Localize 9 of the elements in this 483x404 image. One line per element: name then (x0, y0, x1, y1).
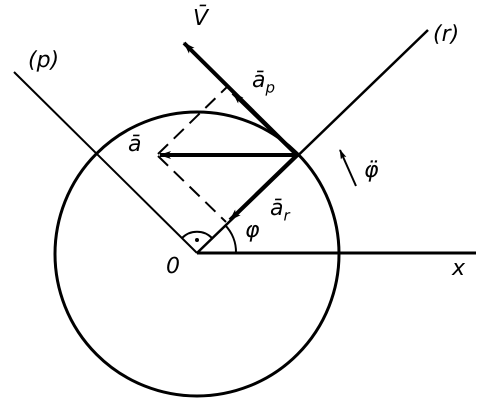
vector-label: ā$_{p}$ (252, 70, 276, 96)
origin-label: 0 (166, 256, 180, 278)
axis-label: x (452, 258, 466, 280)
angle-label: φ (245, 220, 260, 242)
vector-label: ā (128, 134, 142, 156)
axis-label: (p) (28, 50, 60, 72)
axis-label: (r) (433, 24, 460, 46)
angle-label: φ̈ (364, 160, 379, 182)
vector-label: ā$_{r}$ (270, 198, 290, 224)
